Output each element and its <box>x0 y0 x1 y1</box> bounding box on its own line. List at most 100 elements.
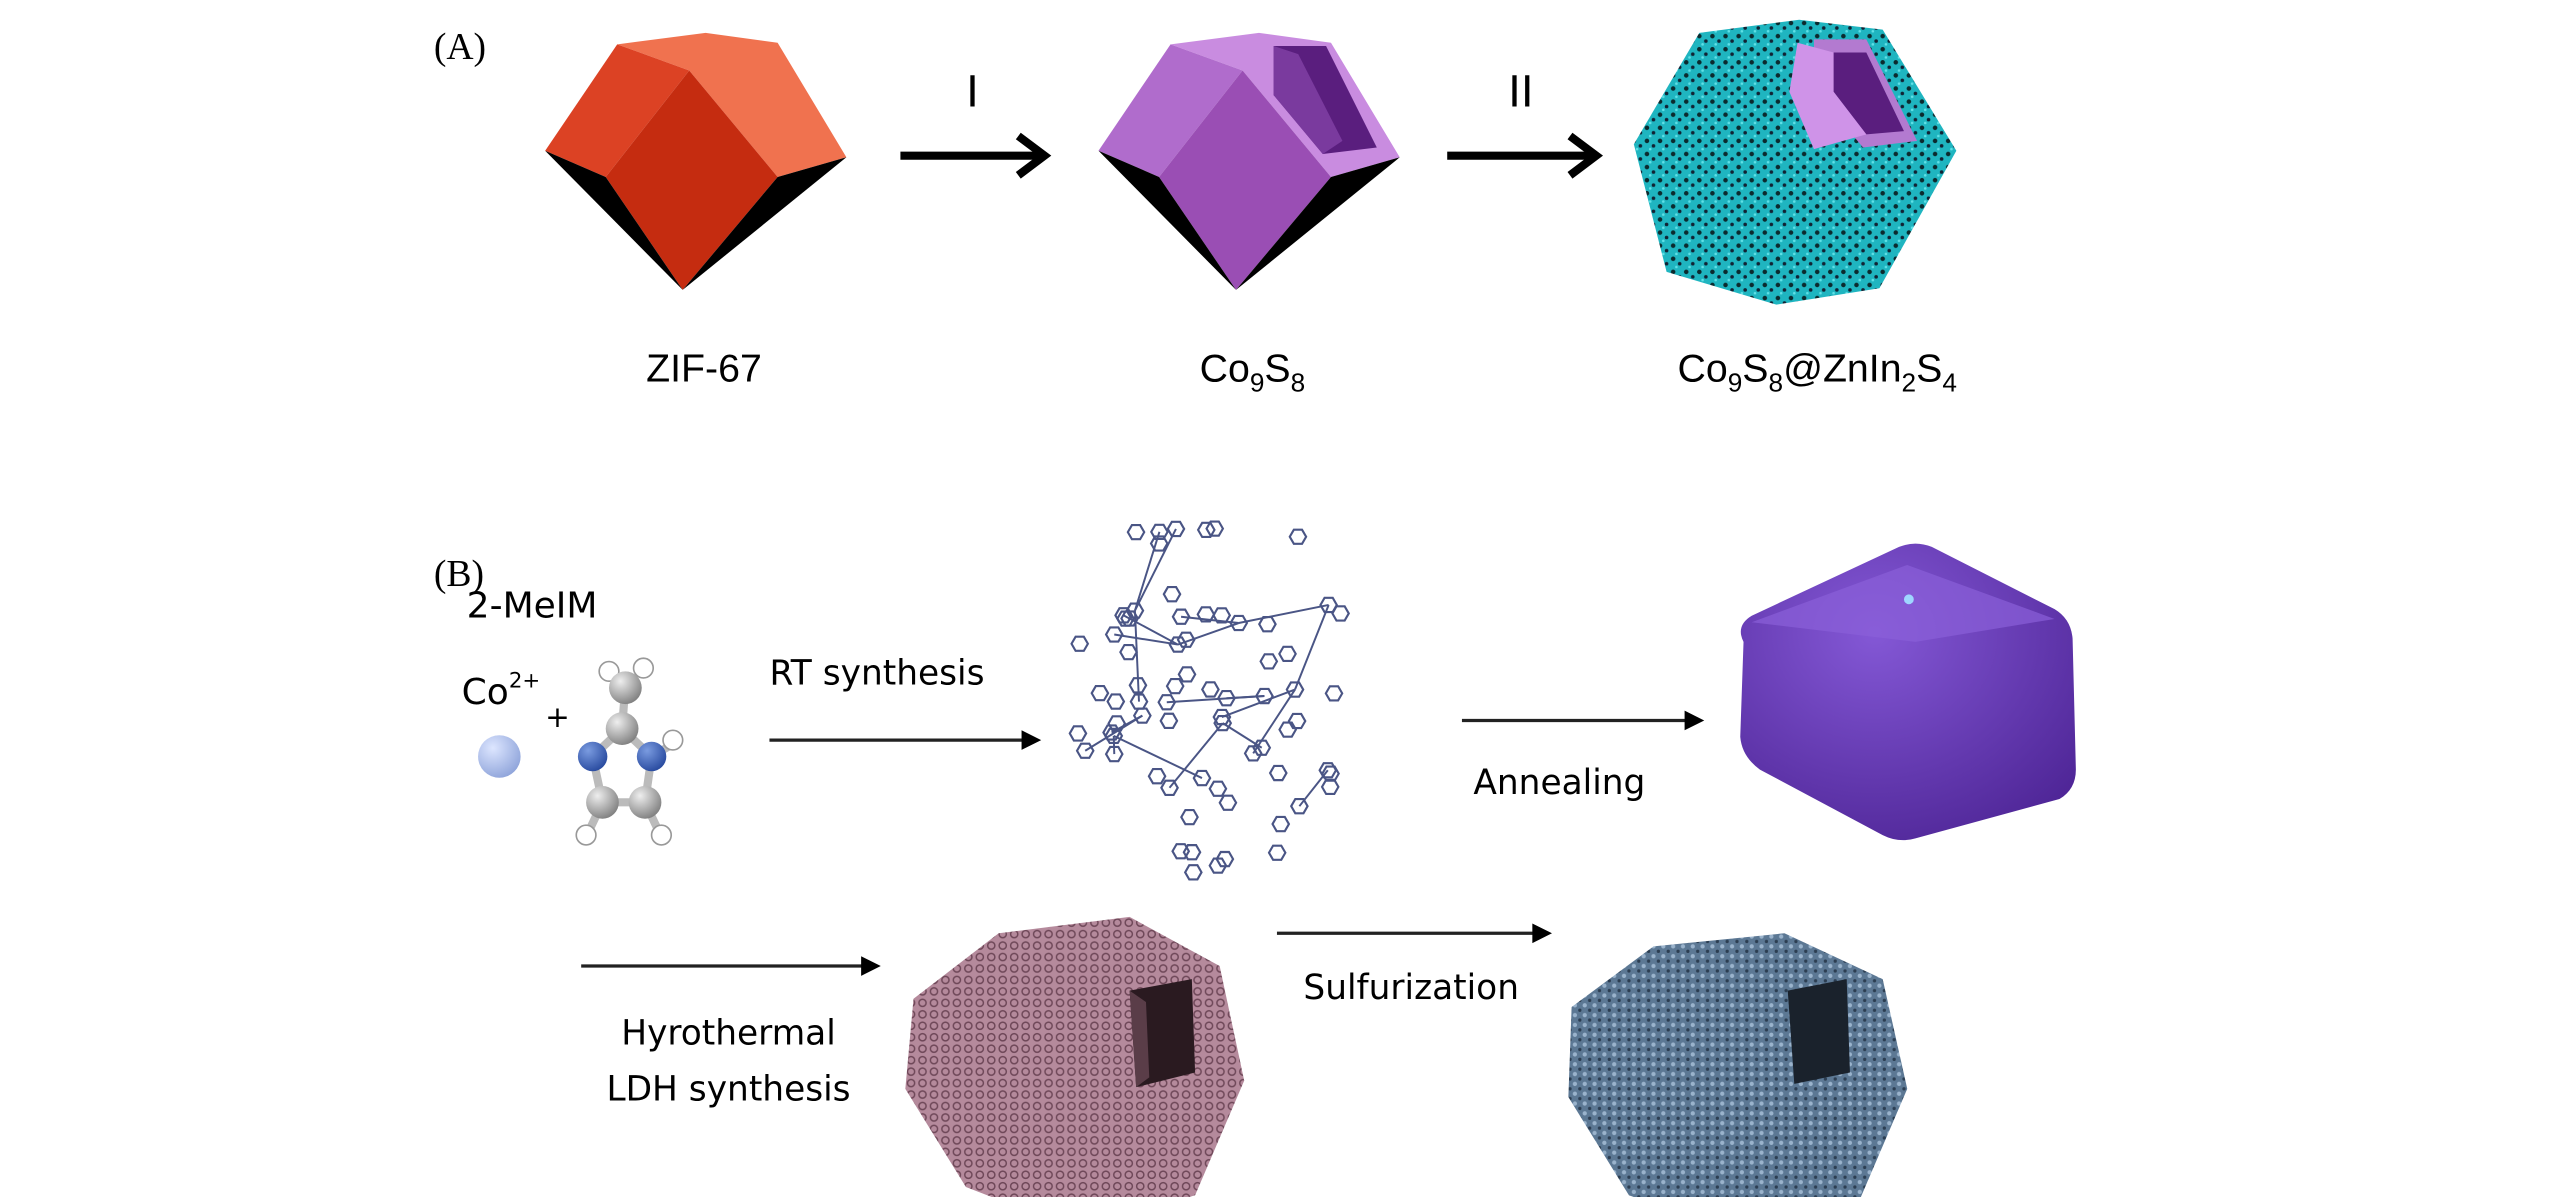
framework-ring <box>1162 586 1182 603</box>
framework-ring <box>1114 607 1133 624</box>
arrow-ii-label: II <box>1508 66 1533 117</box>
framework-ring <box>1119 643 1138 661</box>
framework-ring <box>1217 690 1236 707</box>
co9s8-znin2s4-label: Co9S8@ZnIn2S4 <box>1677 347 1956 398</box>
framework-ring <box>1218 794 1238 811</box>
arrow-annealing <box>1461 710 1705 731</box>
framework-linker <box>1114 633 1179 646</box>
framework-ring <box>1180 808 1199 826</box>
co9s8-label: Co9S8 <box>1200 347 1306 398</box>
co9s8-znin2s4-polyhedron <box>1633 19 1957 305</box>
framework-ring <box>1147 768 1167 785</box>
framework-ring <box>1176 631 1196 648</box>
framework-linker <box>1298 769 1329 807</box>
framework-ring <box>1208 857 1228 874</box>
framework-ring <box>1267 844 1287 861</box>
annealed-polyhedron <box>1740 543 2076 841</box>
annealing-label: Annealing <box>1473 763 1645 803</box>
framework-ring <box>1157 694 1177 711</box>
framework-ring <box>1201 681 1220 698</box>
framework-linker <box>1177 622 1240 646</box>
cobalt-ion-sphere <box>478 735 521 778</box>
framework-ring <box>1177 666 1197 683</box>
framework-ring <box>1070 635 1090 652</box>
framework-ring <box>1287 712 1307 730</box>
framework-ring <box>1171 608 1191 625</box>
framework-ring <box>1107 715 1127 732</box>
arrow-rt-synthesis <box>769 730 1042 750</box>
framework-ring <box>1075 742 1095 759</box>
framework-ring <box>1324 685 1344 702</box>
framework-ring <box>1068 725 1088 742</box>
ldh-synthesis-label: LDH synthesis <box>606 1069 850 1109</box>
framework-ring <box>1168 636 1188 653</box>
framework-ring <box>1229 614 1249 632</box>
framework-ring <box>1120 610 1140 627</box>
framework-ring <box>1288 528 1308 545</box>
framework-ring <box>1129 693 1149 710</box>
framework-ring <box>1182 844 1202 861</box>
arrow-step-i: I <box>900 66 1052 179</box>
framework-ring <box>1278 721 1298 738</box>
framework-ring <box>1320 778 1340 796</box>
co9s8-polyhedron <box>1098 32 1400 290</box>
framework-ring <box>1319 596 1339 614</box>
framework-ring <box>1149 535 1169 552</box>
arrow-step-ii: II <box>1447 66 1604 179</box>
framework-ring <box>1278 645 1297 662</box>
ligand-label: 2-MeIM <box>467 585 598 626</box>
framework-ring <box>1259 653 1279 670</box>
panel-b-label: (B) <box>434 553 484 595</box>
framework-ring <box>1159 712 1179 729</box>
framework-ring <box>1106 693 1126 710</box>
arrow-sulfurization <box>1276 923 1552 944</box>
framework-ring <box>1102 724 1122 741</box>
framework-ring <box>1258 616 1277 633</box>
framework-ring <box>1132 707 1152 724</box>
framework-linker <box>1113 735 1203 779</box>
framework-ring <box>1196 521 1216 539</box>
framework-linker <box>1226 695 1265 700</box>
framework-ring <box>1165 677 1185 695</box>
rt-synthesis-label: RT synthesis <box>769 653 984 693</box>
framework-ring <box>1171 843 1191 860</box>
framework-ring <box>1318 762 1338 779</box>
cobalt-ion-label: Co2+ <box>462 669 541 713</box>
sulfide-hollow-polyhedron <box>1568 933 1908 1197</box>
framework-ring <box>1289 798 1309 815</box>
plus-sign: + <box>545 700 570 734</box>
framework-ring <box>1208 780 1228 797</box>
framework-ring <box>1104 745 1124 763</box>
framework-ring <box>1196 606 1216 623</box>
framework-ring <box>1212 708 1232 726</box>
framework-linker <box>1238 603 1329 624</box>
framework-linker <box>1221 688 1296 718</box>
framework-ring <box>1212 607 1232 624</box>
hydrothermal-label: Hyrothermal <box>621 1014 836 1054</box>
ldh-hollow-polyhedron <box>905 916 1245 1197</box>
zif67-framework-structure <box>1068 520 1350 881</box>
framework-ring <box>1331 605 1350 622</box>
framework-ring <box>1126 524 1146 541</box>
framework-ring <box>1271 815 1291 833</box>
framework-linker <box>1133 531 1161 611</box>
framework-ring <box>1104 626 1124 643</box>
zif67-polyhedron <box>545 32 847 290</box>
framework-ring <box>1090 685 1110 702</box>
framework-linker <box>1294 604 1330 690</box>
sulfurization-label: Sulfurization <box>1303 968 1519 1008</box>
framework-ring <box>1215 850 1235 868</box>
framework-linker <box>1168 722 1224 789</box>
framework-ring <box>1183 864 1203 881</box>
framework-linker <box>1134 528 1177 612</box>
framework-ring <box>1128 677 1148 694</box>
arrow-i-label: I <box>966 66 979 117</box>
arrow-hydrothermal <box>581 956 881 976</box>
framework-ring <box>1104 727 1124 745</box>
framework-ring <box>1166 520 1186 538</box>
framework-linker <box>1252 689 1296 754</box>
framework-linker <box>1084 714 1143 752</box>
framework-ring <box>1268 764 1288 782</box>
framework-linker <box>1133 610 1140 702</box>
